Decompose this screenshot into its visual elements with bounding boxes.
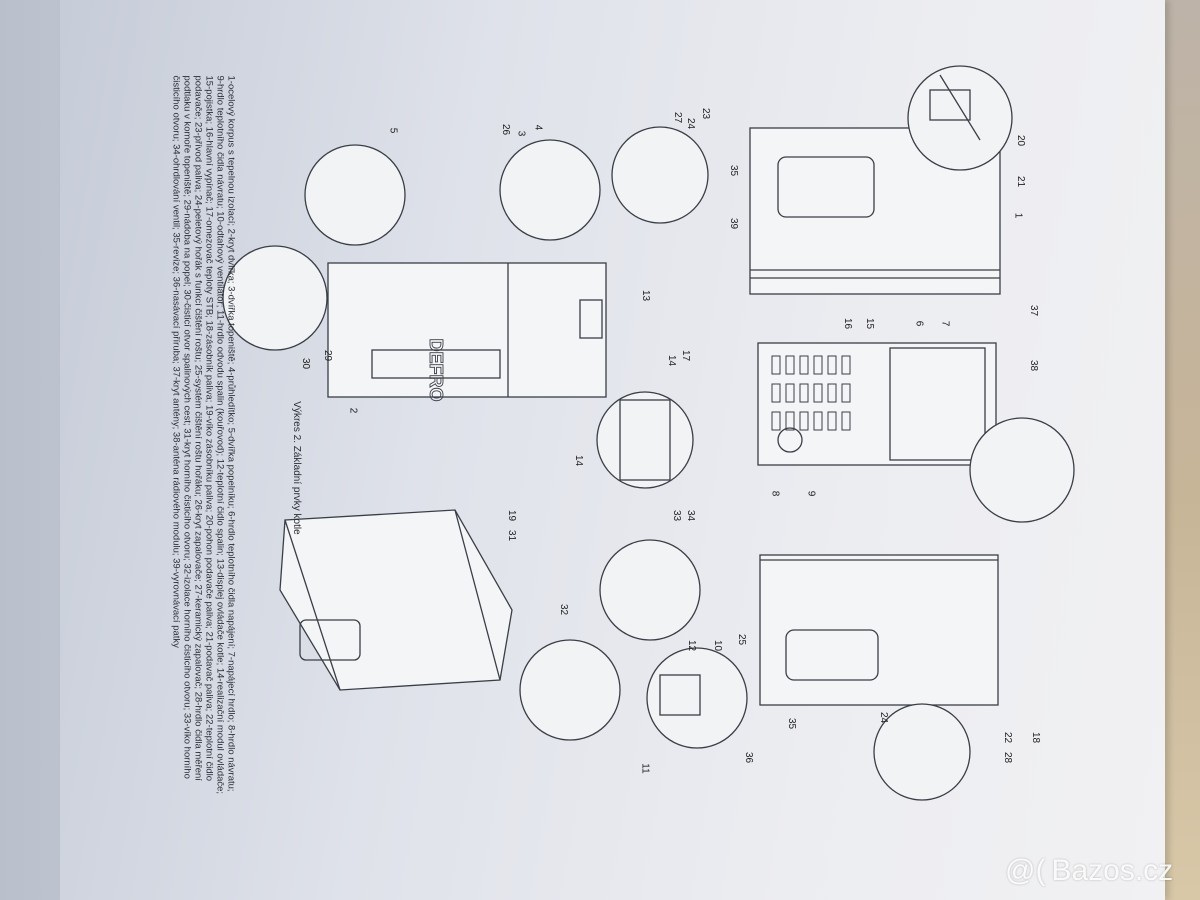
caption-line: 1-ocelový korpus s tepelnou izolací; 2-k…	[225, 75, 237, 792]
callout-7: 7	[939, 320, 951, 327]
boiler-back-view	[646, 554, 999, 801]
caption-line: podavače; 23-přívod paliva; 24-peletový …	[192, 75, 204, 781]
watermark-logo-icon: @(	[1005, 854, 1046, 887]
callout-13: 13	[640, 289, 652, 302]
callout-24: 24	[685, 117, 697, 130]
caption-line: čisticího otvoru; 34-ohrdlování ventil; …	[170, 75, 182, 648]
boiler-drawings: DEFRO	[222, 65, 1075, 801]
callout-27: 27	[672, 111, 684, 124]
boiler-front-view	[757, 342, 1075, 523]
callout-21: 21	[1015, 175, 1027, 188]
callout-24-b: 24	[878, 711, 890, 724]
callout-5: 5	[387, 127, 399, 134]
callout-33: 33	[671, 509, 683, 522]
callout-19: 19	[506, 509, 518, 522]
callout-14: 14	[666, 354, 678, 367]
callout-4: 4	[532, 124, 544, 131]
callout-34: 34	[685, 509, 697, 522]
callout-11: 11	[639, 763, 651, 774]
callout-35-b: 35	[786, 717, 798, 730]
callout-37: 37	[1028, 304, 1040, 317]
figure-title: Výkres 2. Základní prvky kotle	[291, 401, 302, 535]
callout-18: 18	[1030, 731, 1042, 744]
callout-12: 12	[686, 639, 698, 652]
legend-caption: 1-ocelový korpus s tepelnou izolací; 2-k…	[164, 76, 237, 826]
boiler-isometric-view	[279, 509, 701, 741]
callout-15: 15	[864, 317, 876, 330]
caption-line: 15-pojistka; 16-hlavní vypínač; 17-omezo…	[203, 75, 215, 782]
callout-31: 31	[506, 529, 518, 542]
defro-brand-label: DEFRO	[426, 339, 446, 402]
callout-26: 26	[500, 123, 512, 136]
callout-3: 3	[515, 130, 527, 137]
watermark-text: Bazos.cz	[1051, 854, 1174, 887]
diagram-page: DEFRO 20 21 1 35 39 23 24 27 4 3 26 5 13…	[60, 0, 1165, 900]
callout-14-b: 14	[573, 454, 585, 467]
callout-8: 8	[769, 490, 781, 497]
callout-22: 22	[1002, 731, 1014, 744]
callout-23: 23	[700, 107, 712, 120]
caption-line: podtlaku v komoře topeniště; 29-nádoba n…	[181, 75, 193, 779]
callout-32: 32	[558, 603, 570, 616]
callout-28: 28	[1002, 751, 1014, 764]
callout-25: 25	[736, 633, 748, 646]
boiler-side-view-top	[749, 65, 1013, 295]
boiler-main-view	[222, 126, 709, 489]
callout-6: 6	[913, 320, 925, 327]
watermark: @( Bazos.cz	[1005, 853, 1173, 889]
callout-29: 29	[322, 349, 334, 362]
callout-35: 35	[728, 164, 740, 177]
caption-line: 9-hrdlo teplotního čidla návratu; 10-odt…	[214, 75, 226, 795]
callout-20: 20	[1015, 134, 1027, 147]
callout-36: 36	[743, 751, 755, 764]
callout-39: 39	[728, 217, 740, 230]
callout-9: 9	[805, 490, 817, 497]
callout-2: 2	[347, 407, 359, 414]
callout-17: 17	[680, 349, 692, 362]
callout-1: 1	[1012, 212, 1024, 219]
callout-10: 10	[712, 639, 724, 652]
callout-16: 16	[842, 317, 854, 330]
callout-38: 38	[1028, 359, 1040, 372]
